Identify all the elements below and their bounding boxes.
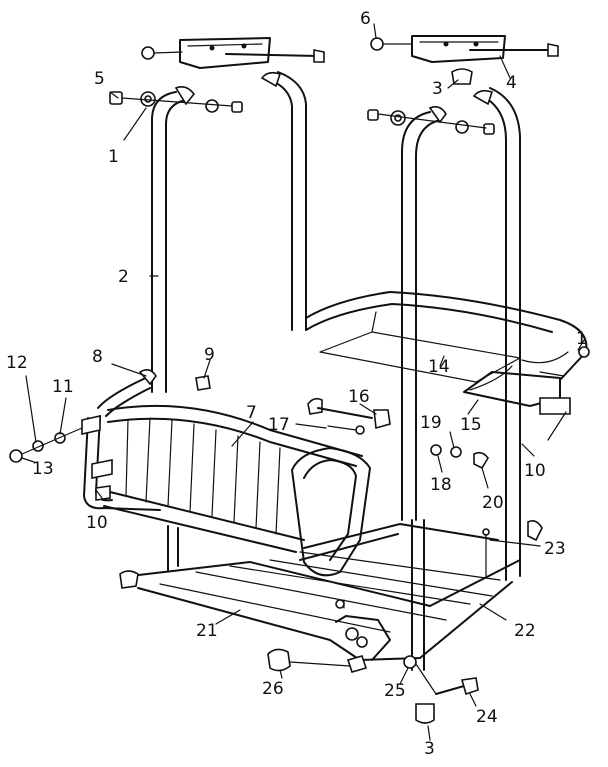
callout-18: 18 <box>430 475 452 495</box>
callout-5: 5 <box>94 69 105 89</box>
leader-lines <box>21 23 585 741</box>
callout-25: 25 <box>384 681 406 701</box>
right-front-upright <box>401 106 447 671</box>
callout-17: 17 <box>268 415 290 435</box>
callout-22: 22 <box>514 621 536 641</box>
callout-2: 2 <box>118 267 129 287</box>
callout-16: 16 <box>348 387 370 407</box>
right-rear-upright <box>472 87 521 561</box>
crank-assembly <box>335 599 391 673</box>
callout-3-bottom: 3 <box>424 739 435 759</box>
rear-seat-frame <box>305 291 590 415</box>
callout-8: 8 <box>92 347 103 367</box>
callout-15: 15 <box>460 415 482 435</box>
footrest-base <box>119 520 543 661</box>
washers-11-13 <box>9 427 83 463</box>
callout-11: 11 <box>52 377 74 397</box>
callout-10-left: 10 <box>86 513 108 533</box>
callout-10-right: 10 <box>524 461 546 481</box>
callout-6: 6 <box>360 9 371 29</box>
callout-21: 21 <box>196 621 218 641</box>
callout-19: 19 <box>420 413 442 433</box>
left-rear-upright <box>260 71 307 331</box>
callout-1-right: 1 <box>576 329 587 349</box>
top-right-bracket <box>370 35 559 63</box>
side-hardware <box>307 397 490 577</box>
knob-26 <box>267 648 291 672</box>
bolt-24 <box>403 655 479 696</box>
callout-23: 23 <box>544 539 566 559</box>
callout-labels: 5 1 2 6 3 4 8 9 12 11 13 10 7 14 15 16 1… <box>6 9 587 759</box>
top-left-bracket <box>141 37 325 69</box>
callout-3-top: 3 <box>432 79 443 99</box>
callout-26: 26 <box>262 679 284 699</box>
callout-9: 9 <box>204 345 215 365</box>
callout-1-left: 1 <box>108 147 119 167</box>
bottom-end-cap <box>415 703 435 724</box>
left-hinge-plates <box>81 415 113 501</box>
front-seat-frame <box>83 368 371 577</box>
right-hardware-stack <box>367 109 495 135</box>
callout-4: 4 <box>506 73 517 93</box>
callout-14: 14 <box>428 357 450 377</box>
callout-13: 13 <box>32 459 54 479</box>
callout-7: 7 <box>246 403 257 423</box>
callout-24: 24 <box>476 707 498 727</box>
left-front-upright <box>151 86 196 393</box>
nut-9 <box>195 375 211 391</box>
callout-20: 20 <box>482 493 504 513</box>
left-hardware-stack <box>109 91 243 113</box>
callout-12: 12 <box>6 353 28 373</box>
